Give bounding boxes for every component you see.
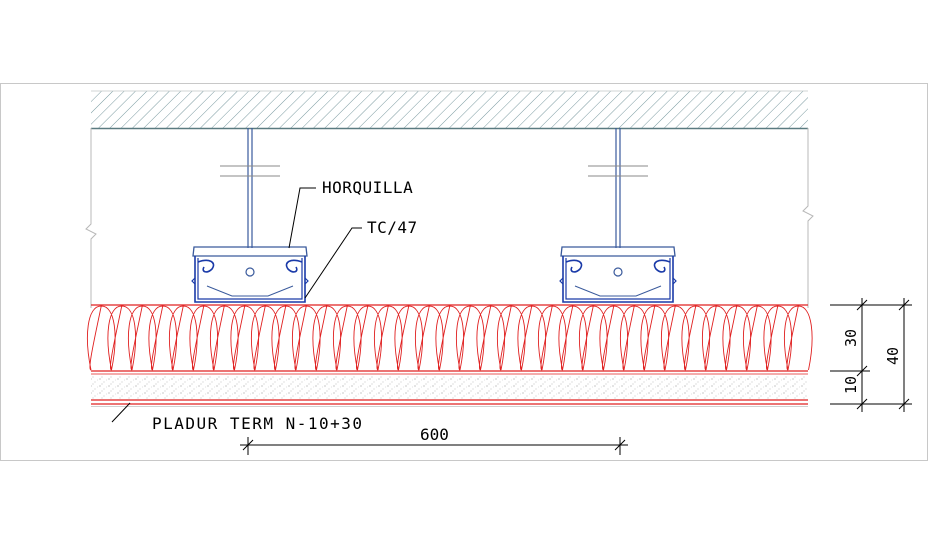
panel-label: PLADUR TERM N-10+30	[152, 414, 364, 433]
tc47-label: TC/47	[367, 218, 418, 237]
board-dimension-value: 10	[842, 376, 860, 394]
wall-lines	[85, 128, 814, 308]
hanger-rod	[220, 128, 280, 248]
leader-lines	[111, 187, 362, 423]
tc47-profile	[559, 246, 677, 303]
horquilla-leader	[288, 187, 316, 249]
concrete-slab	[91, 90, 808, 130]
hanger-rods	[220, 128, 648, 248]
tc47-profiles	[191, 246, 677, 303]
spacing-dimension-value: 600	[420, 425, 449, 444]
spacing-dimension	[240, 437, 628, 455]
total-dimension-value: 40	[884, 347, 902, 365]
tc47-profile	[191, 246, 309, 303]
insulation-layer	[86, 304, 813, 375]
panel-leader	[111, 402, 131, 423]
insulation-dimension-value: 30	[842, 329, 860, 347]
tc47-leader	[304, 227, 362, 299]
gypsum-board	[91, 376, 808, 407]
vertical-dimensions	[830, 298, 912, 412]
horquilla-label: HORQUILLA	[322, 178, 413, 197]
hanger-rod	[588, 128, 648, 248]
